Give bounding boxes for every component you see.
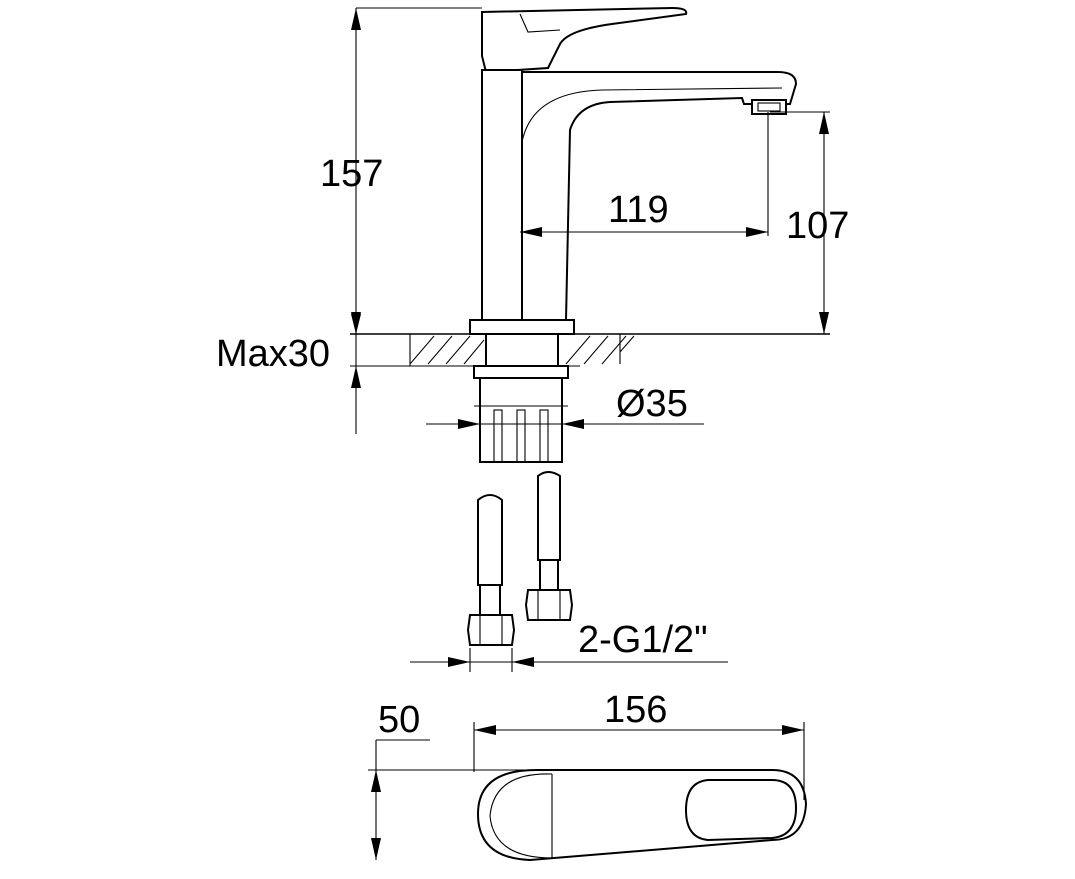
hose-nut-right — [524, 589, 574, 621]
label-hose-connection: 2-G1/2" — [578, 619, 708, 661]
label-spout-height: 107 — [786, 205, 849, 247]
dimension-spout-height: 107 — [770, 111, 849, 334]
hose-nut-left — [466, 614, 516, 646]
label-total-height: 157 — [320, 153, 383, 195]
label-top-view-length: 156 — [604, 689, 667, 731]
spout — [519, 71, 798, 321]
label-spout-reach: 119 — [608, 189, 669, 231]
lever-handle — [481, 6, 688, 74]
label-hole-diameter: Ø35 — [616, 383, 688, 425]
mounting-deck — [350, 333, 830, 367]
dimension-hole-diameter: Ø35 — [426, 383, 704, 434]
faucet-body — [481, 69, 523, 321]
label-max-deck-thickness: Max30 — [216, 333, 330, 375]
dimension-hose-connection: 2-G1/2" — [410, 619, 728, 672]
dimension-total-height: 157 — [320, 7, 482, 334]
faucet-side-view — [469, 6, 798, 335]
dimension-max-deck-thickness: Max30 — [216, 314, 361, 434]
label-top-view-width: 50 — [378, 699, 420, 741]
top-view-handle — [684, 779, 798, 842]
flexible-hoses — [466, 471, 574, 646]
faucet-top-view — [476, 769, 808, 862]
dimension-top-view-length: 156 — [473, 689, 805, 800]
dimension-top-view-width: 50 — [368, 699, 536, 860]
mounting-shank — [473, 333, 569, 463]
base-flange — [469, 319, 575, 335]
dimension-spout-reach: 119 — [520, 112, 769, 237]
